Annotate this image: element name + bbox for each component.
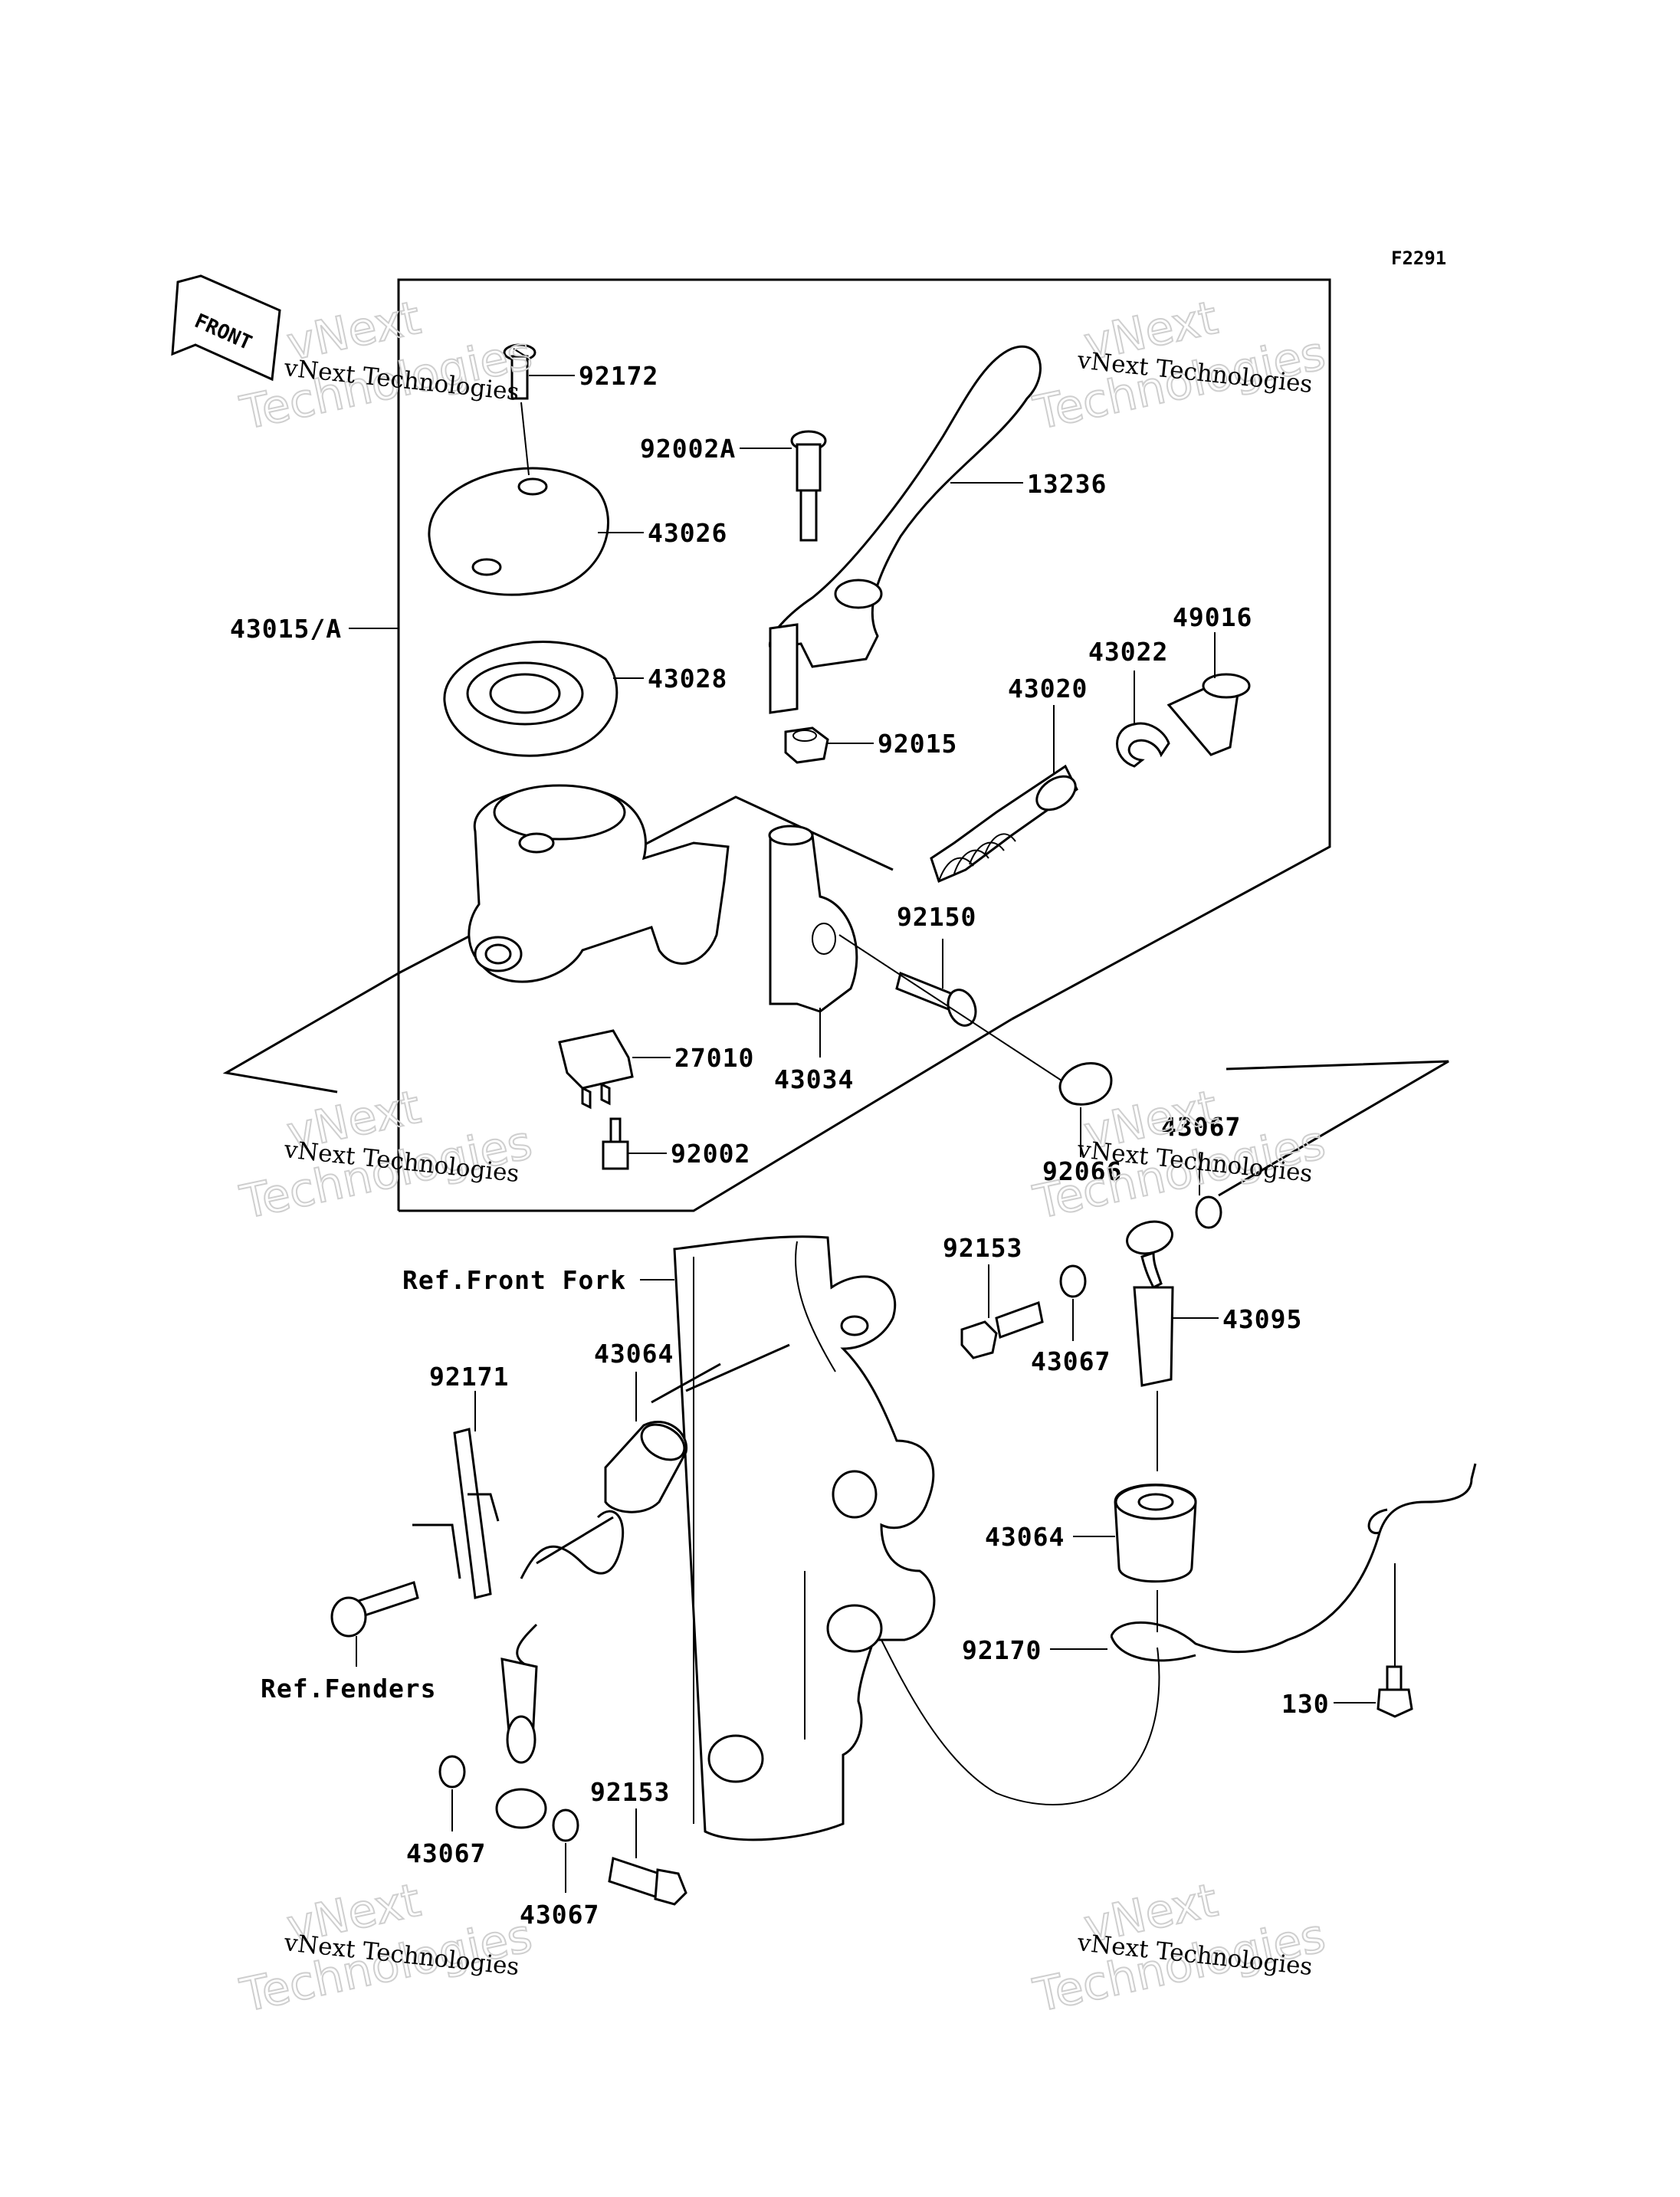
label-92172: 92172 <box>579 361 658 391</box>
reservoir-cap-43026 <box>428 467 609 596</box>
boot-49016 <box>1166 673 1251 756</box>
watermark-bottom-right: vNext Technologies vNext Technologies <box>1029 1873 1331 2024</box>
ref-front-fork: Ref.Front Fork <box>402 1265 626 1295</box>
hose-guide-92170 <box>1110 1463 1477 1662</box>
fender-bolt <box>330 1581 419 1638</box>
screw-92172 <box>503 343 536 400</box>
watermark-top-left: vNext Technologies vNext Technologies <box>235 290 538 441</box>
front-arrow-icon <box>171 274 281 382</box>
label-92066: 92066 <box>1042 1156 1122 1186</box>
label-43020: 43020 <box>1008 674 1088 703</box>
nut-92015 <box>784 726 829 764</box>
brake-lever-13236 <box>769 346 1042 714</box>
washer-43067-lower-middle <box>552 1808 579 1842</box>
hose-fitting-43095 <box>1126 1220 1174 1387</box>
washer-43067-upper-right <box>1195 1195 1222 1229</box>
label-43067-lower-left: 43067 <box>406 1838 486 1868</box>
assembly-outline <box>222 278 1449 1212</box>
grommet-43064-right <box>1114 1484 1197 1583</box>
label-43028: 43028 <box>648 664 727 694</box>
label-43064-right: 43064 <box>985 1522 1065 1552</box>
label-92170: 92170 <box>962 1635 1042 1665</box>
label-130: 130 <box>1281 1689 1330 1719</box>
label-43067-lower-middle: 43067 <box>520 1900 599 1930</box>
watermark-top-right: vNext Technologies vNext Technologies <box>1029 290 1331 441</box>
label-43026: 43026 <box>648 518 727 548</box>
screw-92002 <box>602 1117 629 1170</box>
piston-43020 <box>930 764 1078 884</box>
label-43067-upper-right: 43067 <box>1161 1112 1241 1142</box>
pivot-bolt-92002A <box>790 430 827 542</box>
label-92171: 92171 <box>429 1362 509 1392</box>
clamp-43034 <box>768 825 858 1013</box>
grommet-43064-left <box>604 1420 687 1513</box>
hose-clamp-92171 <box>412 1428 500 1599</box>
ref-fenders: Ref.Fenders <box>261 1674 437 1703</box>
label-43015A: 43015/A <box>230 614 342 644</box>
label-92150: 92150 <box>897 902 976 932</box>
label-49016: 49016 <box>1173 602 1252 632</box>
label-92002A: 92002A <box>640 434 736 464</box>
watermark-middle-left: vNext Technologies vNext Technologies <box>235 1080 538 1231</box>
circlip-43022 <box>1116 722 1170 768</box>
brake-switch-27010 <box>558 1029 634 1110</box>
banjo-bolt-92153-upper <box>960 1300 1044 1359</box>
cap-92066 <box>1058 1062 1113 1106</box>
label-92153-upper: 92153 <box>943 1233 1022 1263</box>
label-92015: 92015 <box>878 729 957 759</box>
figure-code: F2291 <box>1391 248 1446 269</box>
label-13236: 13236 <box>1027 469 1107 499</box>
diaphragm-43028 <box>443 641 619 757</box>
label-43022: 43022 <box>1088 637 1168 667</box>
master-cylinder-body <box>468 784 730 983</box>
banjo-bolt-92153-lower <box>608 1857 687 1906</box>
label-43034: 43034 <box>774 1064 854 1094</box>
watermark-bottom-left: vNext Technologies vNext Technologies <box>235 1873 538 2024</box>
label-27010: 27010 <box>674 1043 754 1073</box>
brake-hose-lower <box>495 1510 625 1829</box>
washer-43067-lower-left <box>438 1755 466 1789</box>
label-43095: 43095 <box>1222 1304 1302 1334</box>
bolt-130 <box>1376 1665 1413 1718</box>
label-92153-lower: 92153 <box>590 1777 670 1807</box>
washer-43067-middle <box>1059 1264 1087 1298</box>
label-43067-middle: 43067 <box>1031 1346 1111 1376</box>
front-direction-arrow: FRONT <box>171 274 281 382</box>
label-43064-left: 43064 <box>594 1339 674 1369</box>
label-92002: 92002 <box>671 1139 750 1169</box>
front-fork <box>673 1235 936 1841</box>
